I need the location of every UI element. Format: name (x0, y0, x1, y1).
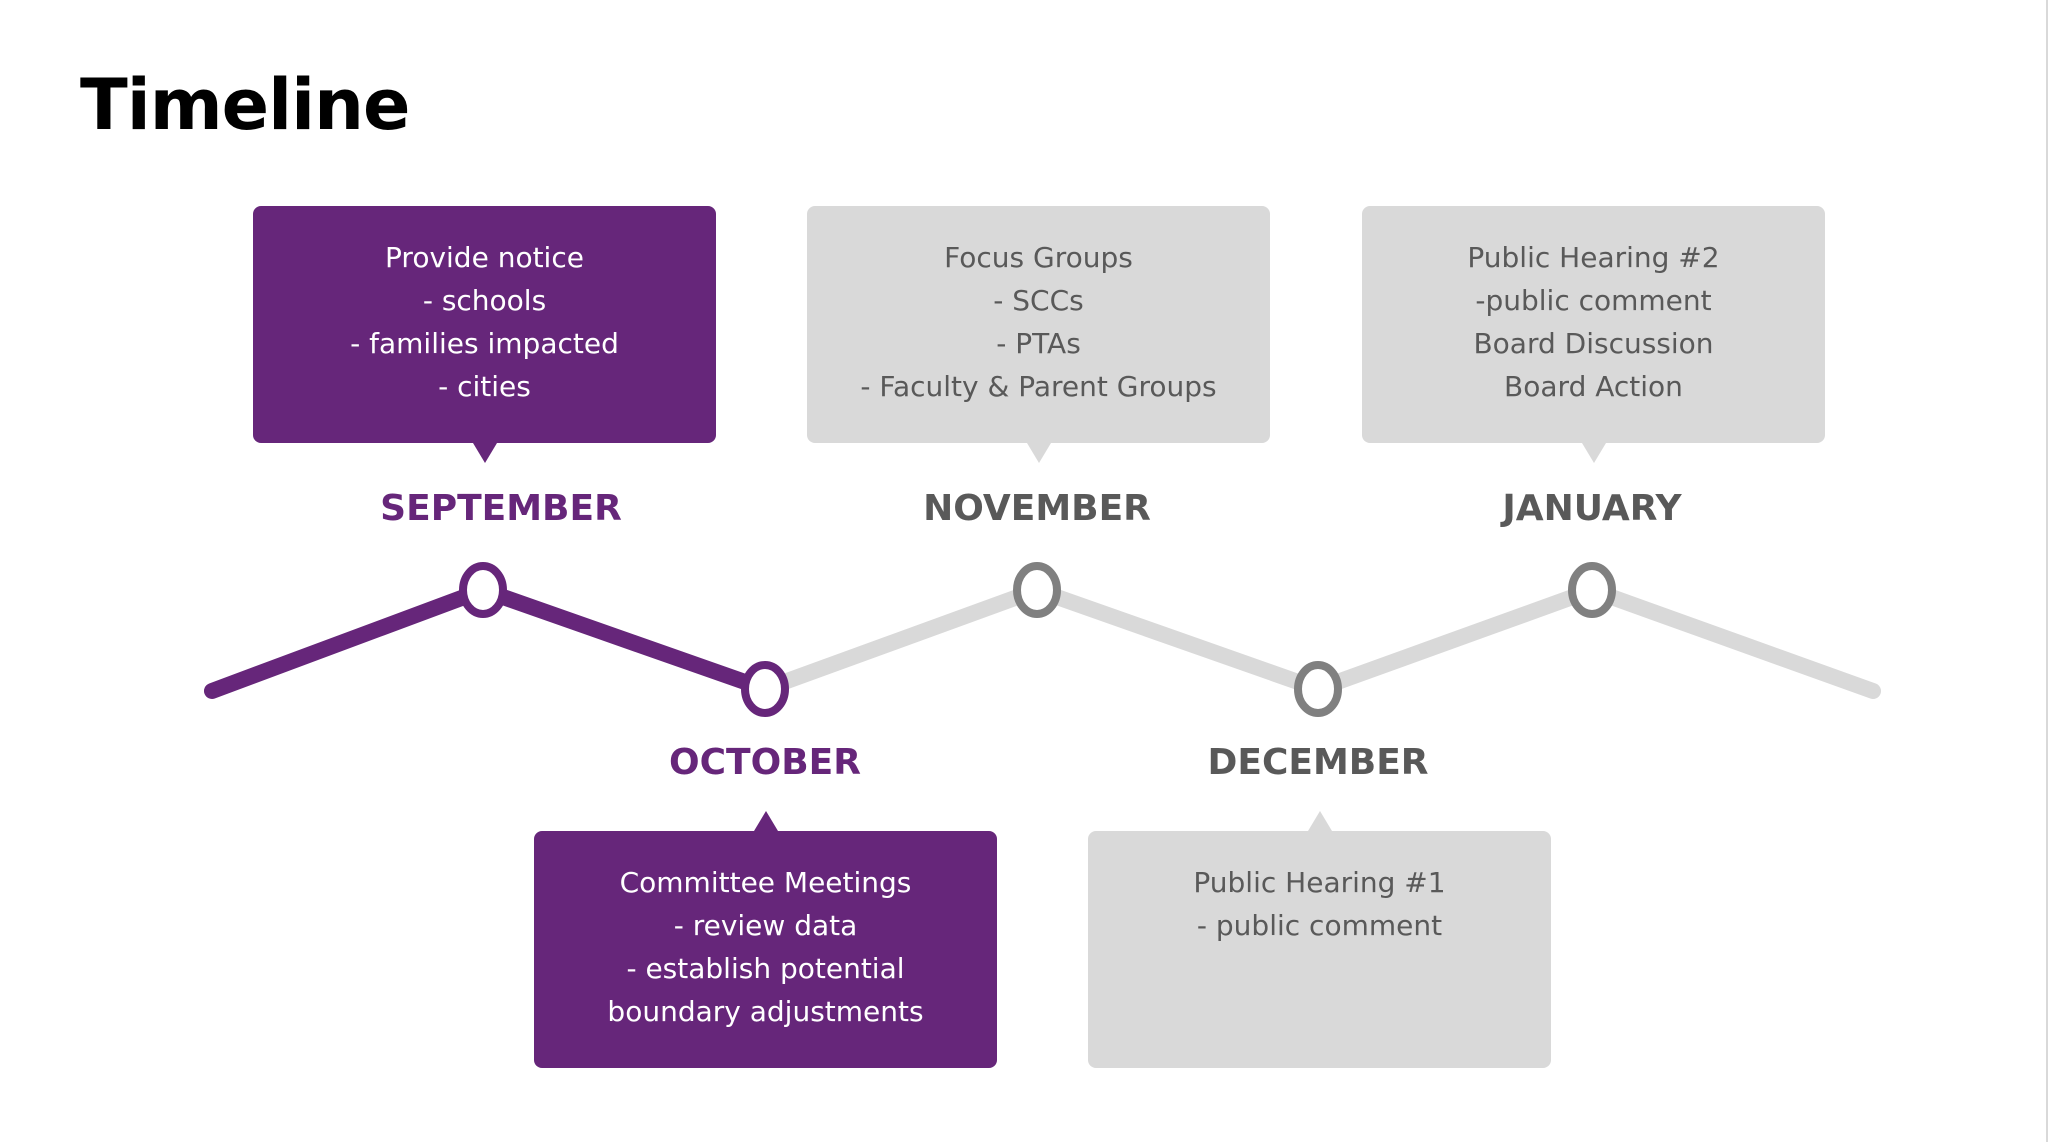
page-title: Timeline (80, 64, 410, 146)
callout-line: - SCCs (993, 284, 1084, 317)
timeline-segment (1029, 582, 1326, 697)
callout-october: Committee Meetings - review data - estab… (534, 831, 997, 1068)
milestone-node (1294, 661, 1342, 717)
timeline-segment (204, 582, 491, 699)
callout-line: - establish potential (626, 952, 905, 985)
timeline-segment (475, 582, 773, 697)
callout-line: - public comment (1196, 909, 1443, 942)
month-label-january: JANUARY (1502, 488, 1682, 529)
month-label-september: SEPTEMBER (380, 488, 622, 529)
timeline-segment (1584, 582, 1881, 699)
callout-line: - cities (438, 370, 531, 403)
month-label-october: OCTOBER (669, 742, 861, 783)
month-label-december: DECEMBER (1207, 742, 1429, 783)
callout-january: Public Hearing #2 -public comment Board … (1362, 206, 1825, 443)
callout-line: Focus Groups (944, 241, 1133, 274)
callout-september: Provide notice - schools - families impa… (253, 206, 716, 443)
milestone-node (741, 661, 789, 717)
page-right-edge (2046, 0, 2048, 1142)
callout-line: - Faculty & Parent Groups (860, 370, 1217, 403)
callout-line: - schools (422, 284, 547, 317)
callout-line: Board Discussion (1473, 327, 1714, 360)
callout-line: -public comment (1475, 284, 1712, 317)
callout-november: Focus Groups - SCCs - PTAs - Faculty & P… (807, 206, 1270, 443)
callout-line: Board Action (1504, 370, 1683, 403)
milestone-node (1568, 562, 1616, 618)
callout-line: - PTAs (996, 327, 1081, 360)
milestone-node (1013, 562, 1061, 618)
callout-december: Public Hearing #1 - public comment (1088, 831, 1551, 1068)
callout-line: Public Hearing #2 (1467, 241, 1720, 274)
callout-line: boundary adjustments (607, 995, 924, 1028)
milestone-node (459, 562, 507, 618)
callout-line: Committee Meetings (619, 866, 912, 899)
timeline-segment (1310, 582, 1600, 697)
month-label-november: NOVEMBER (923, 488, 1151, 529)
callout-line: - families impacted (350, 327, 619, 360)
callout-line: Public Hearing #1 (1193, 866, 1446, 899)
timeline-segment (757, 582, 1045, 697)
callout-line: - review data (673, 909, 858, 942)
callout-line: Provide notice (385, 241, 584, 274)
